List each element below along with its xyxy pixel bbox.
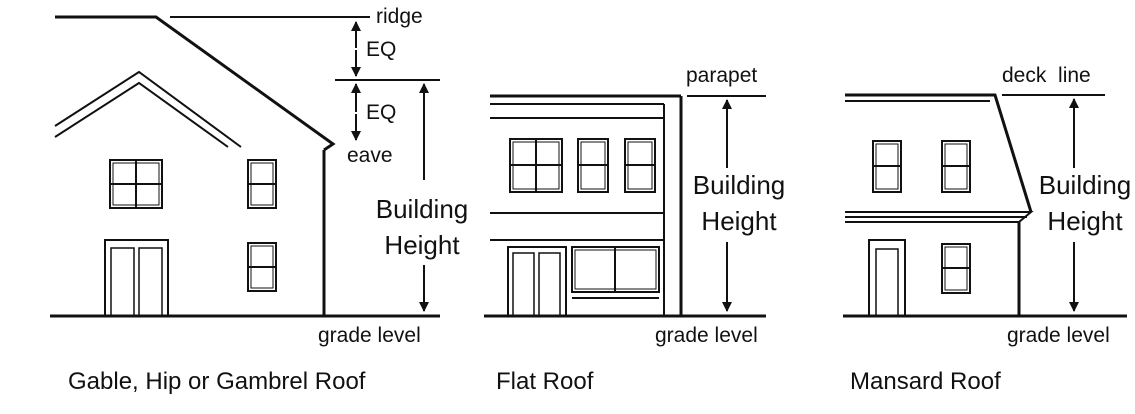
gable-ridge-roofline: [55, 15, 336, 152]
mansard-deck-and-slope: [845, 93, 1033, 213]
gable-eq-bottom-label: EQ: [366, 101, 396, 124]
gable-height-label-line2: Height: [384, 230, 460, 260]
mansard-height-label-line2: Height: [1047, 206, 1123, 236]
mansard-caption: Mansard Roof: [850, 368, 1001, 395]
mansard-window-lower-right: [941, 243, 971, 294]
gable-roof-building: ridge EQ EQ eave Building Height grade l…: [50, 5, 468, 395]
gable-door: [104, 239, 169, 317]
gable-window-lower-right: [247, 242, 277, 292]
gable-window-upper-right: [247, 159, 277, 209]
flat-roof-building: parapet Building Height grade level Flat…: [484, 64, 785, 395]
gable-caption: Gable, Hip or Gambrel Roof: [68, 368, 366, 395]
gable-grade-label: grade level: [318, 324, 421, 347]
mansard-window-upper-left: [872, 140, 902, 193]
gable-front-roof-inner: [54, 81, 229, 148]
flat-height-label-line1: Building: [693, 170, 786, 200]
mansard-height-label-line1: Building: [1039, 170, 1132, 200]
gable-eave-label: eave: [347, 144, 393, 167]
flat-parapet-label: parapet: [686, 64, 757, 87]
flat-door: [507, 246, 567, 317]
mansard-grade-label: grade level: [1007, 324, 1110, 347]
gable-window-upper-left: [109, 159, 163, 209]
flat-height-label-line2: Height: [701, 206, 777, 236]
gable-eq-top-label: EQ: [366, 38, 396, 61]
gable-front-roof-outer: [54, 70, 242, 148]
gable-ridge-label: ridge: [376, 5, 423, 28]
flat-window-upper-left: [509, 138, 563, 193]
mansard-door: [868, 239, 906, 317]
flat-window-upper-middle: [577, 138, 609, 193]
flat-storefront-window: [571, 246, 660, 299]
mansard-roof-building: deck line Building Height grade level Ma…: [843, 64, 1131, 395]
gable-height-label-line1: Building: [376, 194, 469, 224]
mansard-window-upper-right: [941, 140, 971, 193]
flat-caption: Flat Roof: [496, 368, 594, 395]
flat-window-upper-right: [624, 138, 656, 193]
flat-grade-label: grade level: [655, 324, 758, 347]
mansard-deck-line-label: deck line: [1002, 64, 1091, 87]
